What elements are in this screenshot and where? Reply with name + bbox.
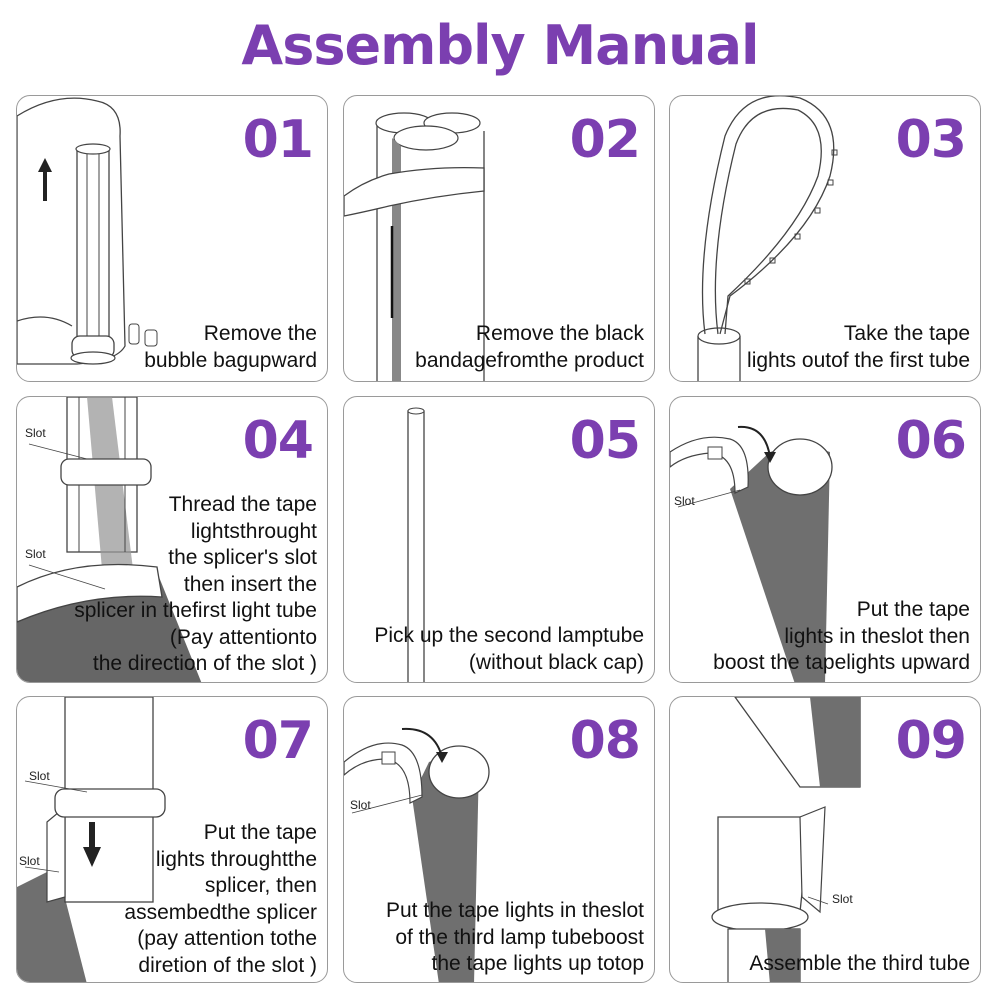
slot-label: Slot — [350, 798, 371, 812]
step-06-illustration: Slot — [670, 425, 833, 682]
step-number: 03 — [895, 110, 967, 170]
step-text: Pick up the second lamptube(without blac… — [374, 624, 644, 674]
slot-label: Slot — [19, 854, 40, 868]
step-01-illustration — [17, 97, 158, 365]
slot-label: Slot — [29, 769, 50, 783]
down-arrow-icon — [83, 822, 101, 867]
step-number: 05 — [569, 411, 641, 471]
step-number: 08 — [569, 711, 641, 771]
page-title: Assembly Manual — [241, 14, 759, 77]
step-card-09: Slot 09 Assemble the third tube — [669, 696, 981, 983]
slot-label: Slot — [674, 494, 695, 508]
step-card-05: 05 Pick up the second lamptube(without b… — [343, 396, 655, 683]
arrow-icon — [764, 452, 776, 463]
slot-label: Slot — [832, 892, 853, 906]
slot-label: Slot — [25, 547, 46, 561]
step-number: 01 — [242, 110, 314, 170]
step-05-illustration — [407, 407, 425, 682]
step-03-illustration — [697, 96, 838, 381]
step-04-illustration: Slot Slot — [17, 397, 202, 682]
arrow-icon — [436, 752, 448, 763]
step-number: 04 — [242, 411, 314, 471]
step-02-illustration — [344, 112, 485, 381]
up-arrow-icon — [38, 158, 52, 201]
step-number: 06 — [895, 411, 967, 471]
step-number: 02 — [569, 110, 641, 170]
step-text: Assemble the third tube — [749, 952, 970, 975]
step-number: 07 — [242, 711, 314, 771]
step-number: 09 — [895, 711, 967, 771]
step-07-illustration: Slot Slot — [17, 697, 166, 982]
step-09-illustration: Slot — [711, 697, 861, 982]
step-08-illustration: Slot — [344, 727, 490, 982]
slot-label: Slot — [25, 426, 46, 440]
